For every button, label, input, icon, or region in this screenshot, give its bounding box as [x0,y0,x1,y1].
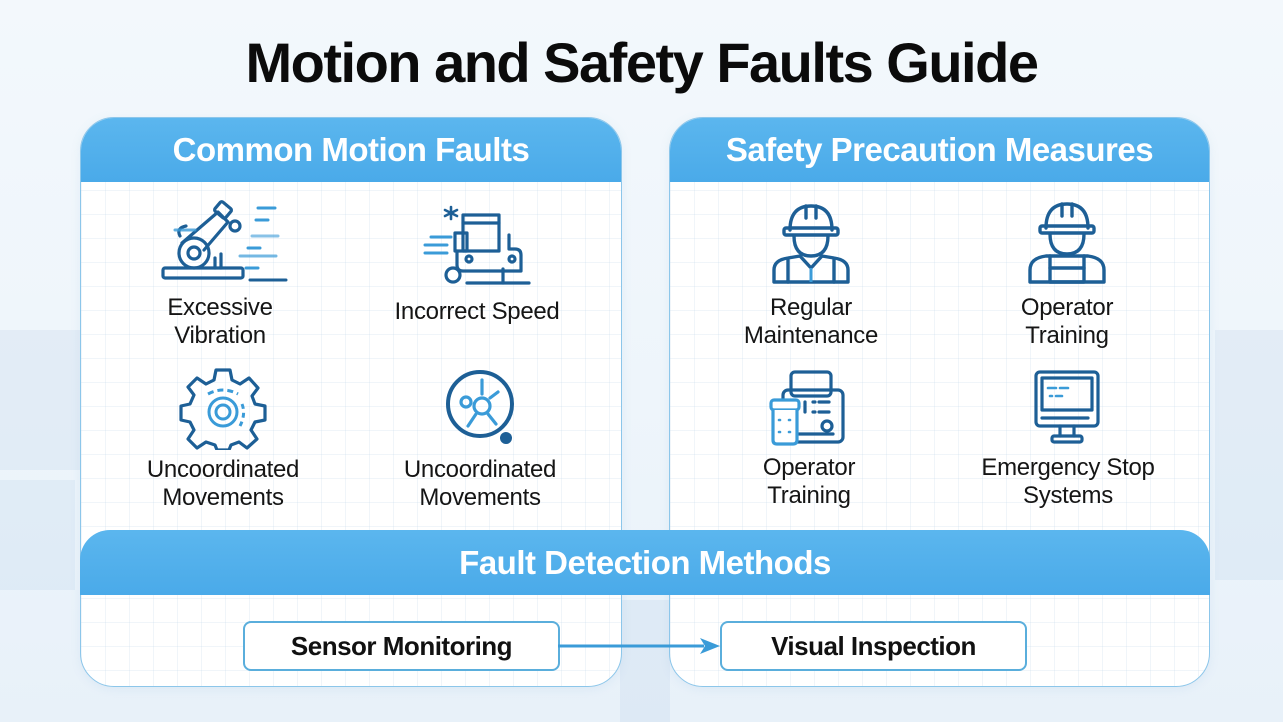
monitor-icon [1034,370,1100,444]
fault-item-uncoordinated-movements-inspection: Uncoordinated Movements [365,366,595,512]
fault-detection-heading: Fault Detection Methods [80,530,1210,595]
panel-heading: Common Motion Faults [81,118,621,182]
item-label: Uncoordinated Movements [146,456,300,511]
method-visual-inspection: Visual Inspection [720,621,1027,671]
item-label: Emergency Stop Systems [981,454,1155,509]
item-label: Excessive Vibration [167,294,273,349]
operator-hardhat-icon [1028,202,1106,284]
vibrating-machine-icon [161,200,288,282]
fault-item-incorrect-speed: Incorrect Speed [362,203,592,326]
control-equipment-icon [769,370,845,446]
method-sensor-monitoring: Sensor Monitoring [243,621,560,671]
item-label: Uncoordinated Movements [403,456,557,511]
worker-hardhat-icon [772,204,850,284]
panel-heading: Safety Precaution Measures [670,118,1209,182]
gear-icon [179,368,267,450]
arrow-right-icon [558,638,720,654]
fault-item-excessive-vibration: Excessive Vibration [105,198,335,350]
speeding-machine-icon [423,205,531,285]
item-label: Regular Maintenance [743,294,879,349]
inspection-magnifier-icon [446,370,514,444]
item-label: Incorrect Speed [394,298,560,325]
safety-item-emergency-stop-systems: Emergency Stop Systems [953,368,1183,510]
safety-item-operator-training: Operator Training [952,198,1182,350]
item-label: Operator Training [1020,294,1114,349]
page-title: Motion and Safety Faults Guide [245,31,1039,94]
safety-item-regular-maintenance: Regular Maintenance [696,198,926,350]
fault-item-uncoordinated-movements-gear: Uncoordinated Movements [108,366,338,512]
item-label: Operator Training [762,454,856,509]
safety-item-operator-training-equipment: Operator Training [694,368,924,510]
